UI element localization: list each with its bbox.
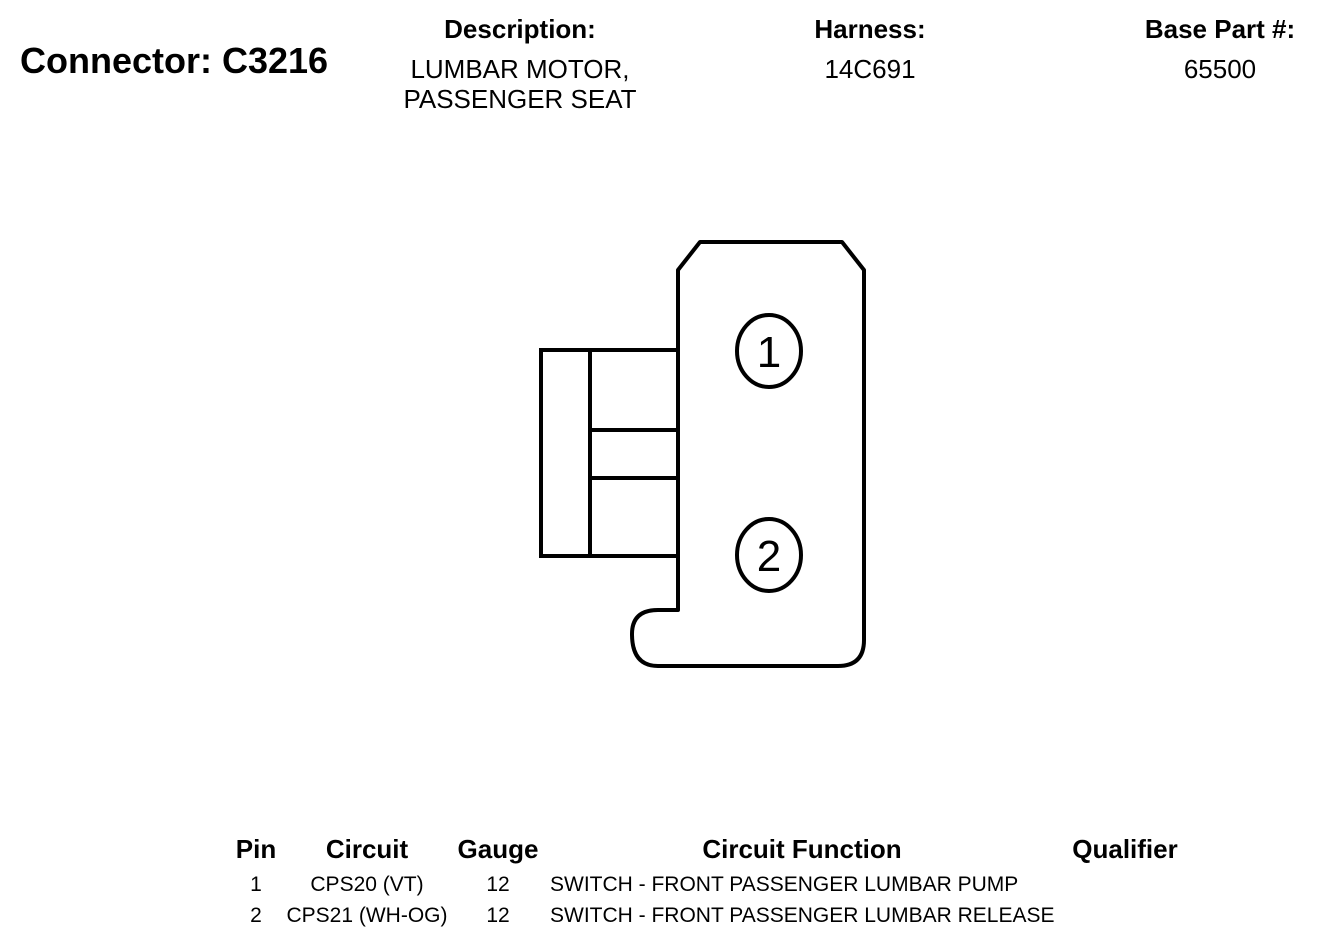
pin-2-label: 2 bbox=[757, 532, 781, 581]
connector-title: Connector: C3216 bbox=[20, 40, 329, 81]
row-2-gauge: 12 bbox=[486, 904, 510, 927]
harness-label: Harness: bbox=[814, 14, 926, 44]
table-header-function: Circuit Function bbox=[702, 834, 902, 864]
table-header-circuit: Circuit bbox=[325, 834, 409, 864]
table-header-qualifier: Qualifier bbox=[1072, 834, 1178, 864]
row-2-circuit: CPS21 (WH-OG) bbox=[286, 904, 448, 927]
harness-value: 14C691 bbox=[824, 54, 916, 84]
row-1-pin: 1 bbox=[250, 873, 262, 896]
row-1-function: SWITCH - FRONT PASSENGER LUMBAR PUMP bbox=[550, 873, 1019, 896]
pin-1-cavity bbox=[735, 313, 803, 389]
row-2-pin: 2 bbox=[250, 904, 262, 927]
description-value: LUMBAR MOTOR, PASSENGER SEAT bbox=[370, 54, 670, 114]
connector-latch bbox=[539, 348, 680, 558]
description-line-1: LUMBAR MOTOR, bbox=[410, 54, 630, 84]
row-1-circuit: CPS20 (VT) bbox=[310, 873, 424, 896]
row-1-gauge: 12 bbox=[486, 873, 510, 896]
base-part-label: Base Part #: bbox=[1144, 14, 1296, 44]
base-part-value: 65500 bbox=[1183, 54, 1257, 84]
table-header-pin: Pin bbox=[235, 834, 277, 864]
table-header-gauge: Gauge bbox=[457, 834, 539, 864]
description-line-2: PASSENGER SEAT bbox=[403, 84, 637, 114]
pin-1-label: 1 bbox=[757, 328, 781, 377]
description-label: Description: bbox=[444, 14, 596, 44]
connector-housing bbox=[630, 240, 866, 668]
row-2-function: SWITCH - FRONT PASSENGER LUMBAR RELEASE bbox=[550, 904, 1055, 927]
pin-2-cavity bbox=[735, 517, 803, 593]
